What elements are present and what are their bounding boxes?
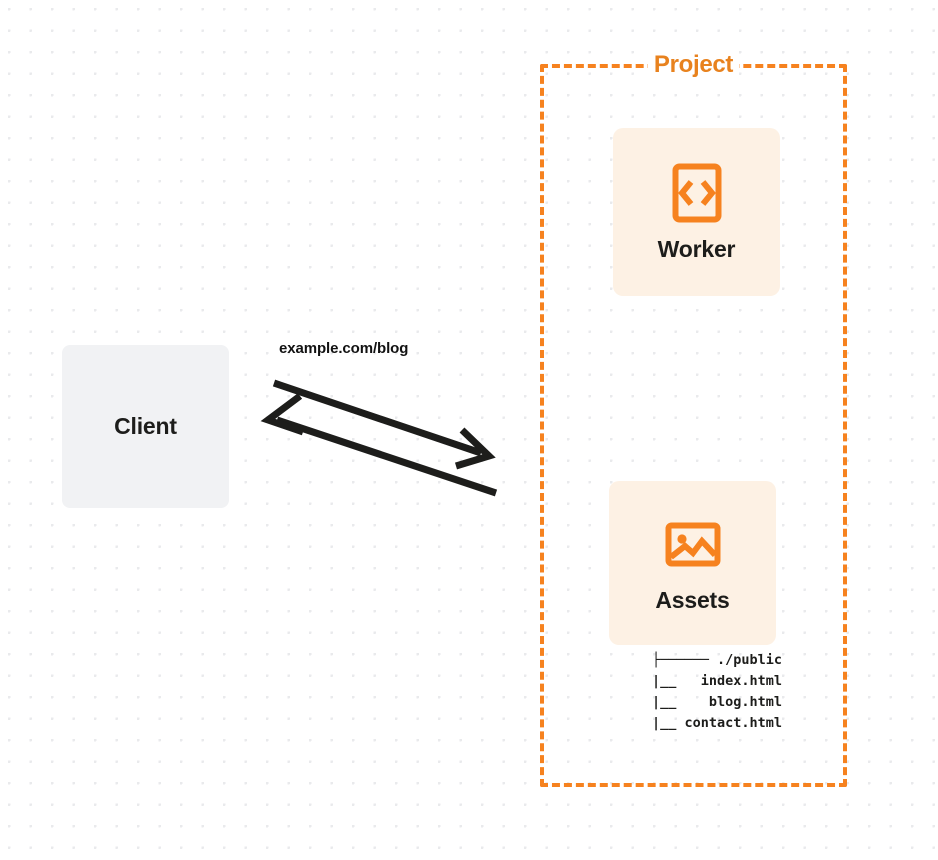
edge-label-request-url: example.com/blog	[279, 340, 409, 357]
node-client[interactable]: Client	[62, 345, 229, 508]
code-brackets-icon	[672, 163, 721, 222]
node-assets[interactable]: Assets	[609, 481, 776, 645]
node-assets-label: Assets	[655, 586, 730, 613]
arrow-client-to-project	[272, 379, 496, 470]
arrow-project-to-client	[260, 393, 498, 497]
node-worker[interactable]: Worker	[613, 128, 780, 296]
node-client-label: Client	[114, 413, 177, 439]
image-icon	[665, 522, 720, 566]
assets-file-tree: ├────── ./public |__ index.html |__ blog…	[651, 652, 782, 731]
node-worker-label: Worker	[657, 235, 736, 262]
